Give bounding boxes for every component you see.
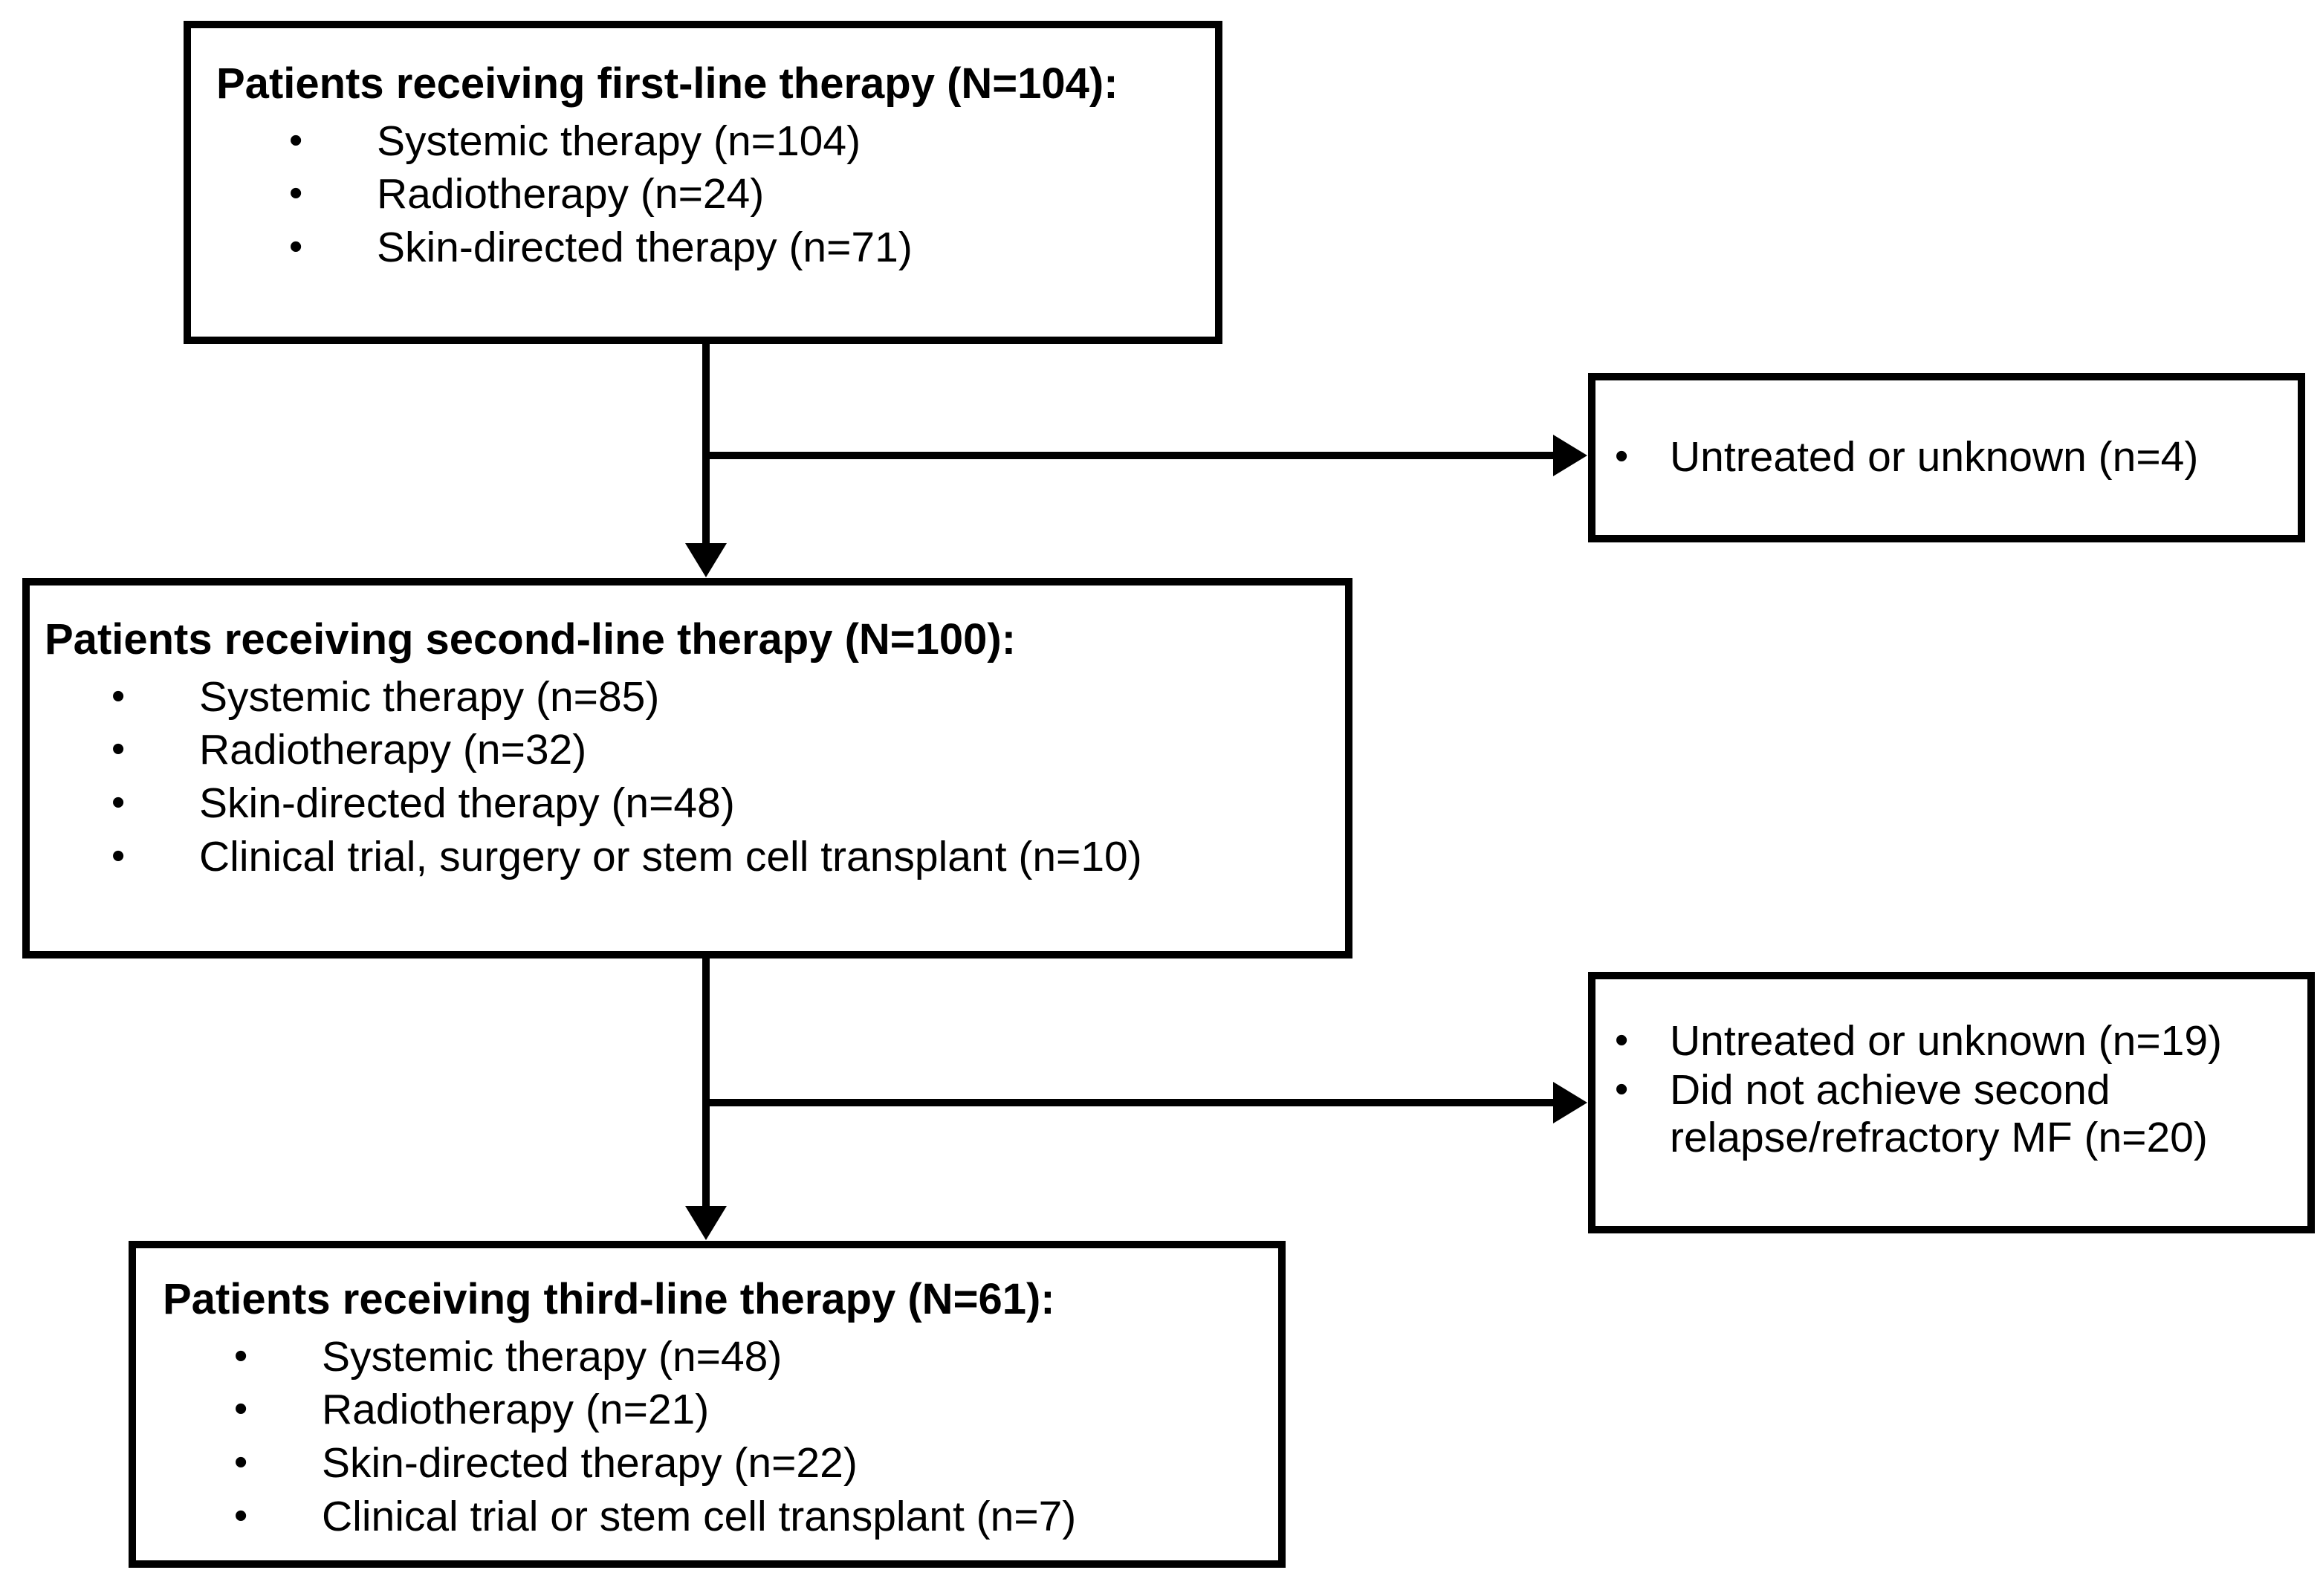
bullet-point-icon: •	[111, 834, 126, 878]
list-item-label: Untreated or unknown (n=19)	[1670, 1017, 2223, 1065]
list-item-label: Radiotherapy (n=32)	[199, 726, 587, 774]
list-item: • Skin-directed therapy (n=71)	[289, 224, 1215, 272]
bullet-point-icon: •	[111, 727, 126, 771]
connector-first-line-to-dropout-1	[702, 452, 1557, 459]
list-item: • Skin-directed therapy (n=48)	[111, 779, 1345, 828]
list-item-label: Untreated or unknown (n=4)	[1670, 433, 2199, 481]
node-second-line-bullets: • Systemic therapy (n=85) • Radiotherapy…	[111, 672, 1345, 881]
list-item-label: Radiotherapy (n=21)	[322, 1386, 710, 1434]
bullet-point-icon: •	[289, 172, 303, 215]
list-item: • Radiotherapy (n=24)	[289, 171, 1215, 218]
node-dropout-2-bullets: • Untreated or unknown (n=19) • Did not …	[1615, 1017, 2307, 1162]
node-dropout-after-first-line: • Untreated or unknown (n=4)	[1588, 373, 2305, 542]
bullet-point-icon: •	[289, 225, 303, 269]
node-dropout-1-bullets: • Untreated or unknown (n=4)	[1615, 433, 2298, 481]
bullet-point-icon: •	[234, 1494, 248, 1538]
list-item-label: Clinical trial or stem cell transplant (…	[322, 1493, 1077, 1541]
list-item-label: Systemic therapy (n=104)	[377, 117, 861, 165]
list-item-label: Skin-directed therapy (n=71)	[377, 224, 913, 272]
list-item-label: Radiotherapy (n=24)	[377, 170, 765, 218]
bullet-point-icon: •	[234, 1441, 248, 1485]
list-item: • Skin-directed therapy (n=22)	[234, 1439, 1278, 1488]
connector-first-to-second-line	[702, 344, 710, 545]
list-item: • Systemic therapy (n=85)	[111, 672, 1345, 721]
node-third-line-therapy: Patients receiving third-line therapy (N…	[129, 1241, 1286, 1568]
list-item-label: Systemic therapy (n=48)	[322, 1332, 783, 1381]
list-item: • Did not achieve second relapse/refract…	[1615, 1065, 2307, 1162]
node-third-line-title: Patients receiving third-line therapy (N…	[163, 1275, 1055, 1323]
arrowhead-down-icon	[685, 1206, 727, 1240]
bullet-point-icon: •	[289, 118, 303, 162]
arrowhead-down-icon	[685, 543, 727, 577]
node-first-line-bullets: • Systemic therapy (n=104) • Radiotherap…	[289, 117, 1215, 272]
node-second-line-title: Patients receiving second-line therapy (…	[45, 615, 1017, 664]
list-item-label: Skin-directed therapy (n=48)	[199, 779, 735, 828]
node-third-line-bullets: • Systemic therapy (n=48) • Radiotherapy…	[234, 1332, 1278, 1541]
list-item-label: Skin-directed therapy (n=22)	[322, 1439, 858, 1488]
list-item: • Radiotherapy (n=32)	[111, 727, 1345, 774]
bullet-point-icon: •	[1615, 1067, 1629, 1111]
list-item: • Radiotherapy (n=21)	[234, 1386, 1278, 1434]
list-item-label: Systemic therapy (n=85)	[199, 672, 660, 721]
bullet-point-icon: •	[111, 781, 126, 825]
list-item: • Untreated or unknown (n=19)	[1615, 1017, 2307, 1065]
bullet-point-icon: •	[234, 1334, 248, 1378]
node-dropout-after-second-line: • Untreated or unknown (n=19) • Did not …	[1588, 972, 2315, 1233]
arrowhead-right-icon	[1553, 1082, 1587, 1123]
list-item: • Systemic therapy (n=104)	[289, 117, 1215, 166]
bullet-point-icon: •	[1615, 435, 1629, 479]
node-second-line-therapy: Patients receiving second-line therapy (…	[22, 578, 1352, 958]
bullet-point-icon: •	[234, 1387, 248, 1431]
node-first-line-title: Patients receiving first-line therapy (N…	[216, 59, 1118, 108]
list-item-label: Clinical trial, surgery or stem cell tra…	[199, 833, 1142, 881]
bullet-point-icon: •	[1615, 1019, 1629, 1063]
list-item: • Untreated or unknown (n=4)	[1615, 433, 2298, 481]
arrowhead-right-icon	[1553, 435, 1587, 476]
connector-second-to-third-line	[702, 958, 710, 1207]
connector-second-line-to-dropout-2	[702, 1099, 1557, 1106]
list-item: • Clinical trial or stem cell transplant…	[234, 1493, 1278, 1541]
list-item: • Systemic therapy (n=48)	[234, 1332, 1278, 1381]
node-first-line-therapy: Patients receiving first-line therapy (N…	[184, 21, 1222, 344]
list-item: • Clinical trial, surgery or stem cell t…	[111, 833, 1345, 881]
bullet-point-icon: •	[111, 674, 126, 718]
list-item-label: Did not achieve second relapse/refractor…	[1670, 1065, 2208, 1161]
